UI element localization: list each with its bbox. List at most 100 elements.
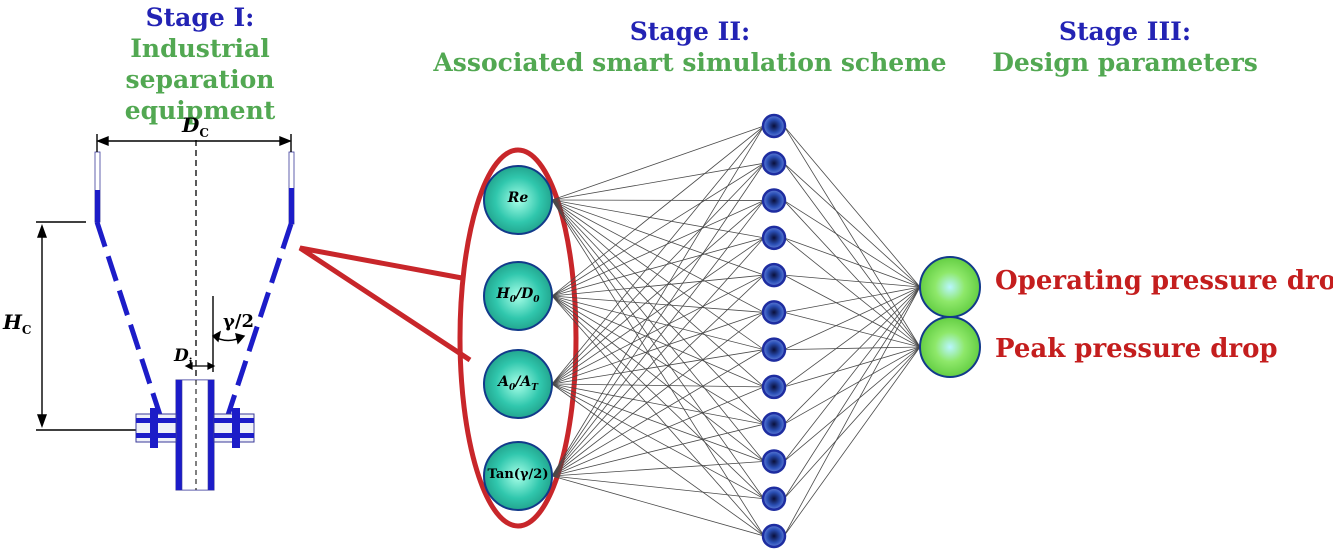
connection-hidden7-output1 — [783, 346, 921, 388]
connection-input1-hidden9 — [551, 295, 765, 462]
hidden-node-10 — [761, 449, 787, 474]
connection-input0-hidden9 — [551, 199, 765, 462]
input-callout — [298, 147, 579, 529]
connection-input2-hidden0 — [551, 125, 765, 385]
connection-hidden8-output1 — [783, 346, 921, 425]
connection-input3-hidden6 — [551, 349, 765, 477]
dc-dimension — [96, 134, 292, 152]
connection-hidden4-output0 — [783, 274, 921, 288]
connection-input3-hidden5 — [551, 312, 765, 477]
input-label-h0-d0: H0/D0 — [496, 286, 540, 305]
input-node-tan — [483, 441, 553, 511]
connection-hidden4-output1 — [783, 274, 921, 348]
connection-hidden8-output0 — [783, 286, 921, 425]
connection-hidden5-output0 — [783, 286, 921, 313]
input-layer — [483, 165, 553, 511]
connection-input1-hidden10 — [551, 295, 765, 500]
connection-input1-hidden5 — [551, 295, 765, 313]
connection-input1-hidden3 — [551, 237, 765, 297]
hidden-node-2 — [761, 151, 787, 176]
connection-input3-hidden0 — [551, 125, 765, 477]
connection-hidden11-output0 — [783, 286, 921, 537]
hidden-node-4 — [761, 225, 787, 251]
hidden-node-8 — [761, 374, 787, 400]
output-layer — [919, 256, 981, 378]
angle-label: γ/2 — [223, 311, 254, 332]
connection-input2-hidden11 — [551, 383, 765, 537]
connection-hidden9-output1 — [783, 346, 921, 462]
connection-input3-hidden2 — [551, 200, 765, 477]
di-label: Di — [174, 346, 193, 369]
connection-hidden11-output1 — [783, 346, 921, 537]
connection-input1-hidden7 — [551, 295, 765, 388]
connection-input1-hidden8 — [551, 295, 765, 425]
input-node-h0-d0 — [483, 261, 553, 331]
stage1-subtitle-line2: equipment — [124, 96, 276, 125]
connection-hidden6-output0 — [783, 286, 921, 350]
connection-input0-hidden4 — [551, 199, 765, 276]
connection-hidden7-output0 — [783, 286, 921, 388]
connection-hidden0-output1 — [783, 125, 921, 348]
input-node-re — [483, 165, 553, 235]
input-node-a0-at — [483, 349, 553, 419]
angle-indicator — [211, 296, 246, 372]
stage3-title: Stage III: — [1058, 17, 1192, 46]
connection-hidden0-output0 — [783, 125, 921, 288]
input-label-re: Re — [507, 190, 529, 206]
hidden-node-9 — [761, 411, 787, 437]
connection-input3-hidden8 — [551, 423, 765, 477]
connection-input1-hidden11 — [551, 295, 765, 537]
separator-top-walls — [94, 151, 295, 225]
connection-input1-hidden4 — [551, 274, 765, 297]
connection-input3-hidden4 — [551, 274, 765, 477]
connection-input0-hidden3 — [551, 199, 765, 239]
network-connections — [551, 125, 921, 537]
connection-input0-hidden8 — [551, 199, 765, 425]
connection-input0-hidden11 — [551, 199, 765, 537]
inlet-pipes — [135, 408, 255, 448]
dc-label: DC — [182, 113, 209, 140]
connection-hidden10-output1 — [783, 346, 921, 499]
connection-hidden9-output0 — [783, 286, 921, 462]
stage2-subtitle: Associated smart simulation scheme — [433, 48, 947, 77]
connection-hidden6-output1 — [783, 346, 921, 351]
outlet-pipe — [175, 379, 215, 491]
connection-input3-hidden10 — [551, 475, 765, 500]
hidden-node-7 — [761, 337, 787, 362]
connection-input0-hidden1 — [551, 162, 765, 201]
output-label-peak: Peak pressure drop — [995, 334, 1278, 364]
hidden-node-5 — [761, 262, 787, 288]
connection-input2-hidden10 — [551, 383, 765, 500]
connection-hidden10-output0 — [783, 286, 921, 499]
connection-hidden1-output0 — [783, 162, 921, 288]
connection-input3-hidden3 — [551, 237, 765, 477]
hc-dimension — [36, 221, 136, 431]
connection-input3-hidden7 — [551, 386, 765, 477]
output-node-peak — [919, 316, 981, 378]
connection-input1-hidden6 — [551, 295, 765, 351]
stage3-subtitle: Design parameters — [992, 48, 1258, 77]
connection-input0-hidden7 — [551, 199, 765, 388]
connection-input3-hidden1 — [551, 163, 765, 477]
connection-input1-hidden0 — [551, 125, 765, 297]
hidden-node-1 — [761, 113, 787, 139]
hidden-node-6 — [761, 300, 787, 325]
connection-input1-hidden1 — [551, 162, 765, 297]
connection-hidden3-output0 — [783, 237, 921, 288]
stage1-heading: Stage I: Industrial separation equipment — [55, 2, 345, 126]
hc-label: HC — [3, 310, 32, 337]
connection-input0-hidden0 — [551, 125, 765, 201]
input-label-tan: Tan(γ/2) — [487, 467, 549, 482]
stage1-subtitle-line1: Industrial separation — [125, 34, 275, 94]
stage1-title: Stage I: — [145, 3, 255, 32]
di-dimension — [184, 362, 216, 370]
separator-drawing — [36, 134, 295, 491]
hidden-node-12 — [761, 523, 787, 549]
connection-input2-hidden3 — [551, 237, 765, 385]
output-label-operating: Operating pressure drop — [995, 266, 1333, 296]
input-label-a0-at: A0/AT — [498, 374, 538, 393]
hidden-node-3 — [761, 188, 787, 213]
connection-input3-hidden11 — [551, 475, 765, 537]
stage3-heading: Stage III: Design parameters — [970, 16, 1280, 78]
